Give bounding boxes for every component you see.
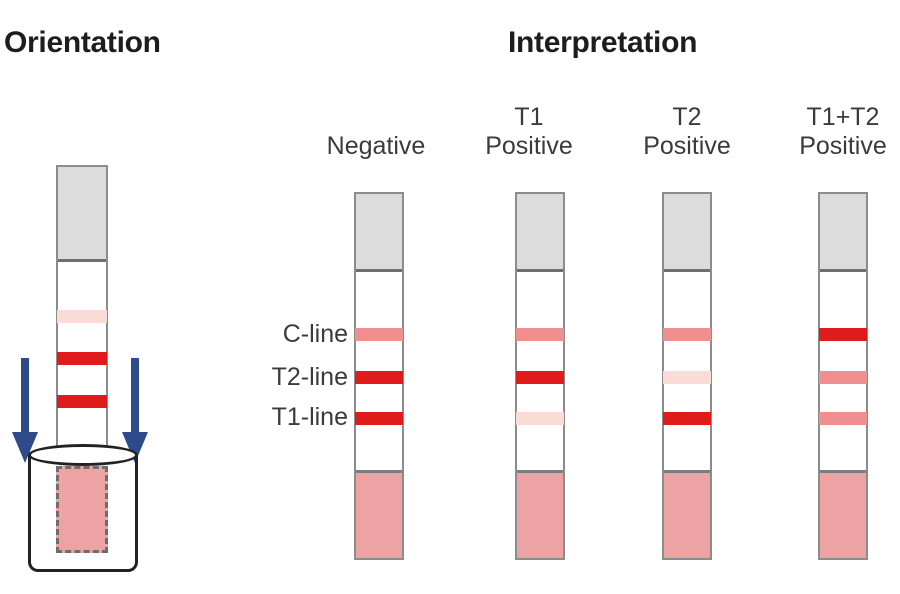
t2-line-legend-label: T2-line — [271, 363, 348, 391]
strip-label-t1-t2-positive-line2: Positive — [799, 132, 887, 160]
interpretation-strip-t1-positive — [515, 192, 565, 560]
negative-t1-line-band — [355, 412, 403, 425]
orientation-t1-line-band — [57, 395, 107, 408]
strip-wick-t2-positive — [664, 470, 710, 558]
strip-cap-negative — [356, 194, 402, 272]
dip-direction-arrow-left-icon — [12, 358, 38, 463]
t1-positive-t1-line-band — [516, 412, 564, 425]
c-line-legend-label: C-line — [282, 320, 348, 348]
orientation-section-title: Orientation — [4, 26, 161, 59]
dip-direction-arrow-right-icon — [122, 358, 148, 463]
strip-label-t1-t2-positive: T1+T2 Positive — [786, 103, 900, 161]
strip-label-t2-positive-line1: T2 — [672, 103, 702, 131]
strip-cap-t1-t2-positive — [820, 194, 866, 272]
t2-positive-t1-line-band — [663, 412, 711, 425]
strip-label-negative: Negative — [306, 132, 446, 161]
strip-label-t1-positive-line2: Positive — [485, 132, 573, 160]
strip-wick-negative — [356, 470, 402, 558]
sample-collection-cup — [28, 444, 138, 574]
t2-positive-c-line-band — [663, 328, 711, 341]
strip-cap-t1-positive — [517, 194, 563, 272]
negative-c-line-band — [355, 328, 403, 341]
strip-label-negative-line2: Negative — [326, 132, 426, 160]
strip-label-t1-positive: T1 Positive — [479, 103, 579, 161]
negative-t2-line-band — [355, 371, 403, 384]
interpretation-section-title: Interpretation — [508, 26, 698, 59]
strip-wick-t1-positive — [517, 470, 563, 558]
t2-positive-t2-line-band — [663, 371, 711, 384]
interpretation-strip-t1-t2-positive — [818, 192, 868, 560]
orientation-t2-line-band — [57, 352, 107, 365]
t1-t2-positive-t2-line-band — [819, 371, 867, 384]
strip-absorbent-cap — [58, 167, 106, 262]
t1-positive-t2-line-band — [516, 371, 564, 384]
strip-wick-t1-t2-positive — [820, 470, 866, 558]
t1-t2-positive-t1-line-band — [819, 412, 867, 425]
interpretation-strip-t2-positive — [662, 192, 712, 560]
line-legend: C-line T2-line T1-line — [248, 0, 348, 594]
interpretation-strip-negative — [354, 192, 404, 560]
t1-line-legend-label: T1-line — [271, 403, 348, 431]
strip-label-t2-positive: T2 Positive — [637, 103, 737, 161]
strip-cap-t2-positive — [664, 194, 710, 272]
strip-label-t2-positive-line2: Positive — [643, 132, 731, 160]
orientation-c-line-band — [57, 310, 107, 323]
strip-label-t1-t2-positive-line1: T1+T2 — [806, 103, 880, 131]
cup-rim — [28, 444, 138, 466]
cup-sample-fluid — [56, 466, 108, 553]
cup-body — [28, 454, 138, 572]
orientation-test-strip — [56, 165, 108, 455]
t1-positive-c-line-band — [516, 328, 564, 341]
t1-t2-positive-c-line-band — [819, 328, 867, 341]
strip-label-t1-positive-line1: T1 — [514, 103, 544, 131]
